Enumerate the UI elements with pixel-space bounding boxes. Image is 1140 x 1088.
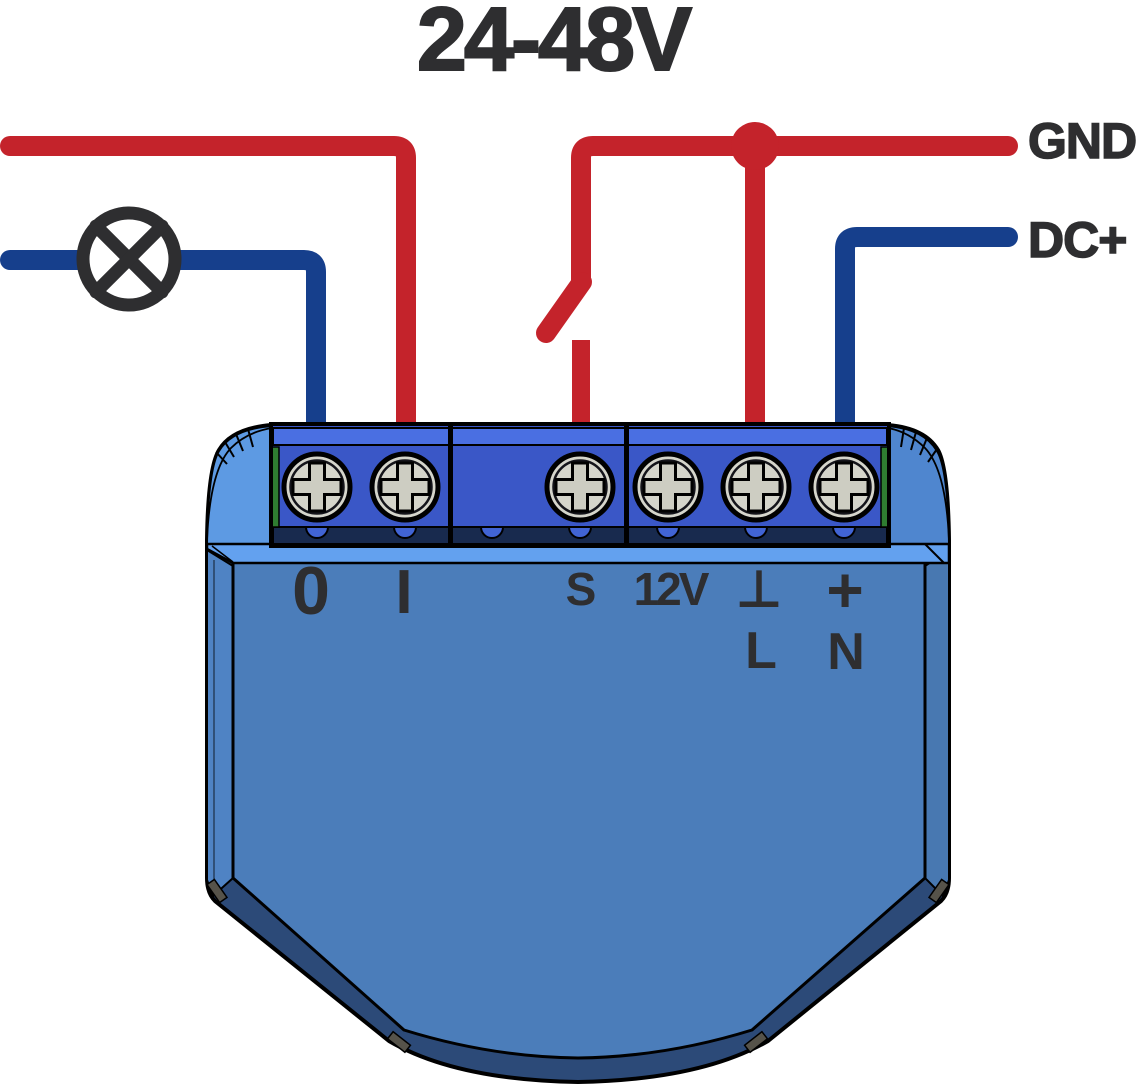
wire-junction-dot-icon xyxy=(731,122,779,170)
device-corner-topright xyxy=(887,424,951,545)
terminal-screw xyxy=(369,451,441,523)
gnd-label: GND xyxy=(1028,113,1136,169)
relay-device: 0 I S 12V ⊥ + L N xyxy=(205,422,951,1085)
open-switch-icon xyxy=(536,272,592,436)
screw-slot-cross xyxy=(554,461,606,513)
wires xyxy=(0,122,1018,446)
terminal-divider xyxy=(624,424,629,546)
hull-tick xyxy=(205,878,229,904)
wire-notch xyxy=(743,526,769,539)
wire-notch xyxy=(567,526,593,539)
screw-slot-cross xyxy=(379,461,431,513)
page-title: 24-48V xyxy=(417,0,692,90)
lamp-cross-arm xyxy=(89,219,169,299)
hull-tick xyxy=(386,1030,412,1054)
terminal-label-i: I xyxy=(395,558,412,627)
wire-entry-notches xyxy=(304,526,857,539)
screw-slot-cross xyxy=(818,461,870,513)
terminal-block xyxy=(269,422,891,548)
wire-notch xyxy=(304,526,330,539)
wire-notch xyxy=(479,526,505,539)
terminal-label-12v: 12V xyxy=(634,563,710,615)
wire-notch xyxy=(831,526,857,539)
green-end-plate xyxy=(880,446,889,528)
blue-wire-dcplus-run xyxy=(835,227,1018,446)
dcplus-label: DC+ xyxy=(1028,212,1126,268)
hull-corner-ticks xyxy=(205,878,951,1054)
terminal-label-0: 0 xyxy=(292,553,330,629)
lip-fold-line xyxy=(211,545,234,563)
red-wire-gnd-run xyxy=(571,136,1018,292)
terminal-block-top-strip xyxy=(272,427,888,446)
terminal-label-s: S xyxy=(566,563,597,615)
terminal-label-ground: ⊥ xyxy=(735,561,783,619)
red-wire-left-run xyxy=(0,136,416,446)
hull-tick xyxy=(743,1030,769,1054)
terminal-divider xyxy=(448,424,453,546)
screw-slot-cross xyxy=(730,461,782,513)
blue-wire-left-run xyxy=(0,250,326,446)
corner-inner-curve xyxy=(206,427,273,541)
wire-notch xyxy=(392,526,418,539)
terminal-screw xyxy=(632,451,704,523)
lamp-circle-x-icon xyxy=(76,206,182,312)
terminal-screw xyxy=(544,451,616,523)
terminal-screws xyxy=(281,451,880,523)
terminal-label-l: L xyxy=(745,622,777,680)
terminal-screw xyxy=(808,451,880,523)
corner-facet-lines xyxy=(215,427,938,465)
terminal-labels: 0 I S 12V ⊥ + L N xyxy=(292,553,865,681)
terminal-screw xyxy=(281,451,353,523)
corner-inner-curve xyxy=(887,427,950,541)
hull-tick xyxy=(927,878,951,904)
terminal-label-n: N xyxy=(827,623,865,681)
lip-fold-line xyxy=(924,543,945,564)
green-end-plate xyxy=(271,446,280,528)
screw-slot-cross xyxy=(642,461,694,513)
switch-lever xyxy=(536,272,592,343)
device-body-face xyxy=(231,560,927,1060)
device-left-bevel xyxy=(206,548,234,898)
wire-notch xyxy=(655,526,681,539)
screw-slot-cross xyxy=(291,461,343,513)
device-right-bevel xyxy=(924,548,950,898)
terminal-screw xyxy=(720,451,792,523)
terminal-label-plus: + xyxy=(826,554,863,626)
terminal-block-border xyxy=(269,422,891,548)
